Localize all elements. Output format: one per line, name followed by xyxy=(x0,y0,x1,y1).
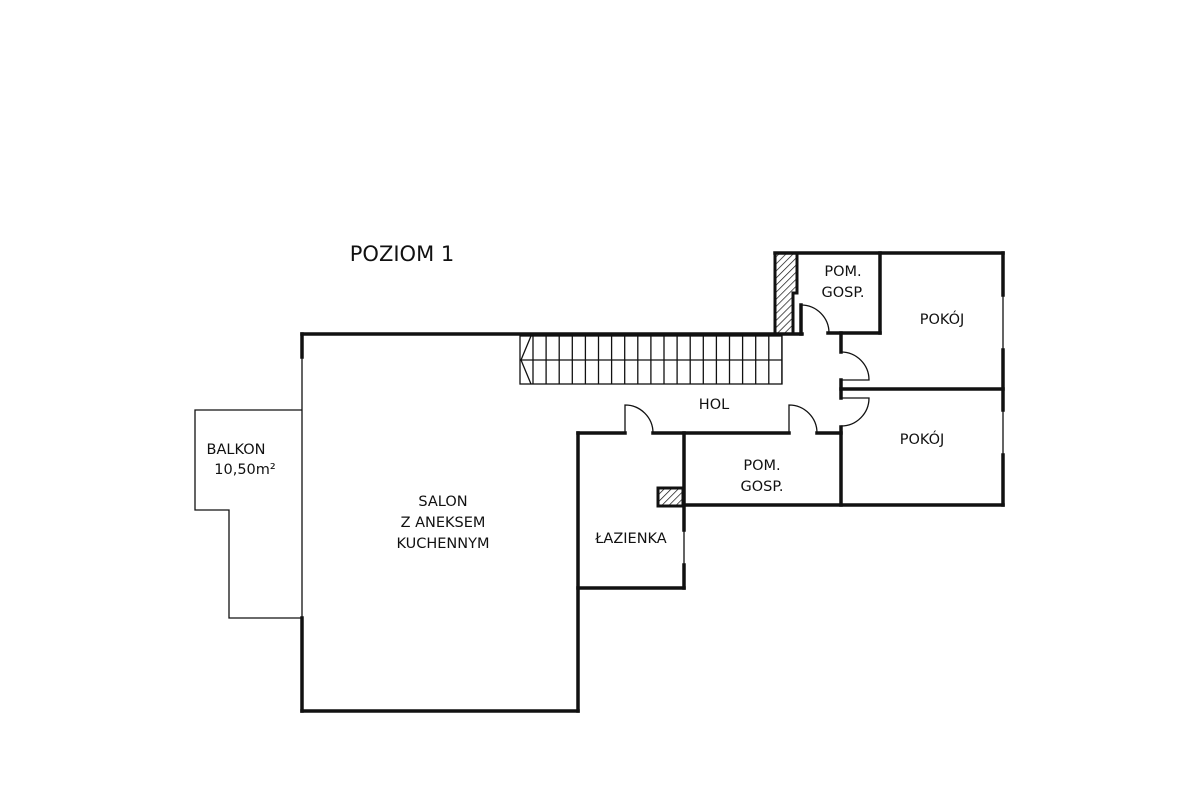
level-title: POZIOM 1 xyxy=(350,242,454,266)
staircase xyxy=(519,335,783,385)
chimney-hatch xyxy=(773,251,799,336)
hol-label: HOL xyxy=(699,397,729,413)
lazienka-label: ŁAZIENKA xyxy=(594,531,667,547)
salon-label-2: Z ANEKSEM xyxy=(401,515,486,531)
door-swing xyxy=(624,404,654,434)
pom-gosp-bottom-label-1: POM. xyxy=(743,458,780,474)
stair-direction-arrow xyxy=(520,335,532,385)
pokoj-bottom-label: POKÓJ xyxy=(900,430,945,448)
vent-hatch xyxy=(656,486,685,508)
balcony-outline xyxy=(194,409,302,619)
salon-label-3: KUCHENNYM xyxy=(397,536,490,552)
pokoj-top-label: POKÓJ xyxy=(920,310,965,328)
pom-gosp-top-label-2: GOSP. xyxy=(822,285,865,301)
pom-gosp-bottom-label-2: GOSP. xyxy=(741,479,784,495)
pom-gosp-top-label-1: POM. xyxy=(824,264,861,280)
doors xyxy=(624,304,870,434)
door-swing xyxy=(840,351,870,381)
balkon-label: BALKON xyxy=(207,442,266,458)
balkon-area: 10,50m² xyxy=(214,462,275,478)
door-swing xyxy=(788,404,818,434)
door-swing xyxy=(800,304,830,334)
salon-label-1: SALON xyxy=(418,494,467,510)
door-swing xyxy=(840,397,870,427)
walls xyxy=(300,251,1005,713)
